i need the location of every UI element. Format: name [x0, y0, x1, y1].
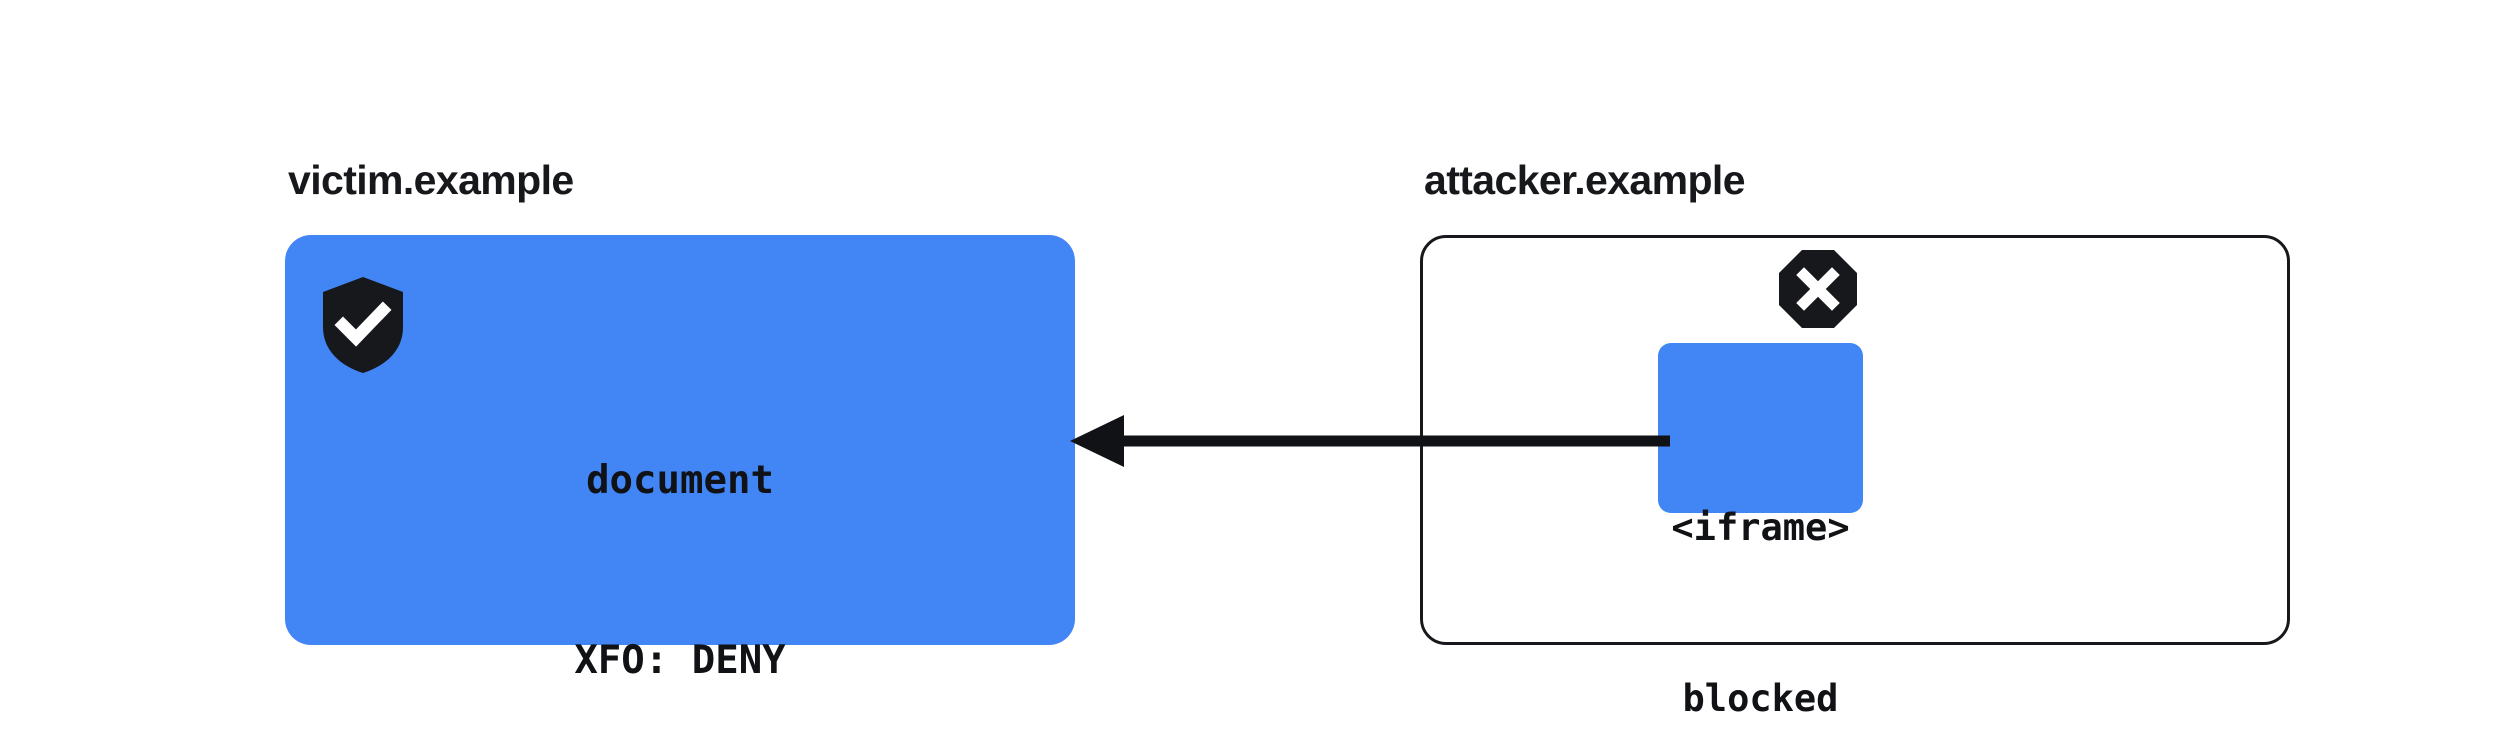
victim-panel: document XFO: DENY or CSP: frame-ancesto… [285, 235, 1075, 683]
shield-check-icon [323, 277, 403, 373]
victim-domain-label: victim.example [288, 157, 574, 203]
victim-policy-line: XFO: DENY [574, 638, 786, 683]
attacker-iframe-box: <iframe> blocked [1658, 343, 1863, 720]
victim-policy-line: document [586, 458, 774, 503]
victim-policy-text: document XFO: DENY or CSP: frame-ancesto… [285, 331, 1075, 740]
blocked-embed-arrow [1070, 415, 1670, 467]
iframe-box-line: <iframe> [1671, 506, 1850, 549]
attacker-domain-label: attacker.example [1424, 157, 1746, 203]
iframe-box-line: blocked [1682, 677, 1839, 720]
octagon-x-blocked-icon [1779, 250, 1857, 328]
iframe-box-text: <iframe> blocked [1658, 385, 1863, 740]
